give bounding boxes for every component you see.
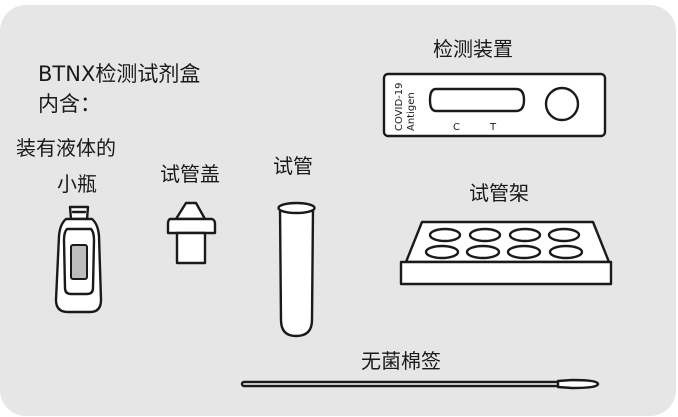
vial-label-line1: 装有液体的: [16, 136, 116, 160]
cap-label: 试管盖: [160, 162, 220, 186]
tube-cap-icon: [166, 201, 217, 265]
device-c-mark: C: [453, 122, 460, 133]
vial-label-line2: 小瓶: [57, 172, 97, 196]
kit-contains-label: 内含：: [38, 92, 101, 116]
swab-label: 无菌棉签: [361, 349, 441, 373]
device-brand-line1: COVID-19: [394, 82, 405, 131]
test-device-icon: COVID-19 Antigen C T: [382, 72, 607, 138]
sterile-swab-icon: [240, 378, 600, 390]
dropper-vial-icon: [54, 205, 103, 314]
kit-title: BTNX检测试剂盒: [38, 62, 201, 86]
device-t-mark: T: [489, 122, 497, 133]
device-label: 检测装置: [433, 37, 513, 61]
tube-rack-icon: [399, 220, 613, 286]
device-brand-line2: Antigen: [406, 92, 417, 131]
tube-label: 试管: [273, 154, 313, 178]
rack-label: 试管架: [469, 181, 529, 205]
test-tube-icon: [277, 201, 316, 338]
